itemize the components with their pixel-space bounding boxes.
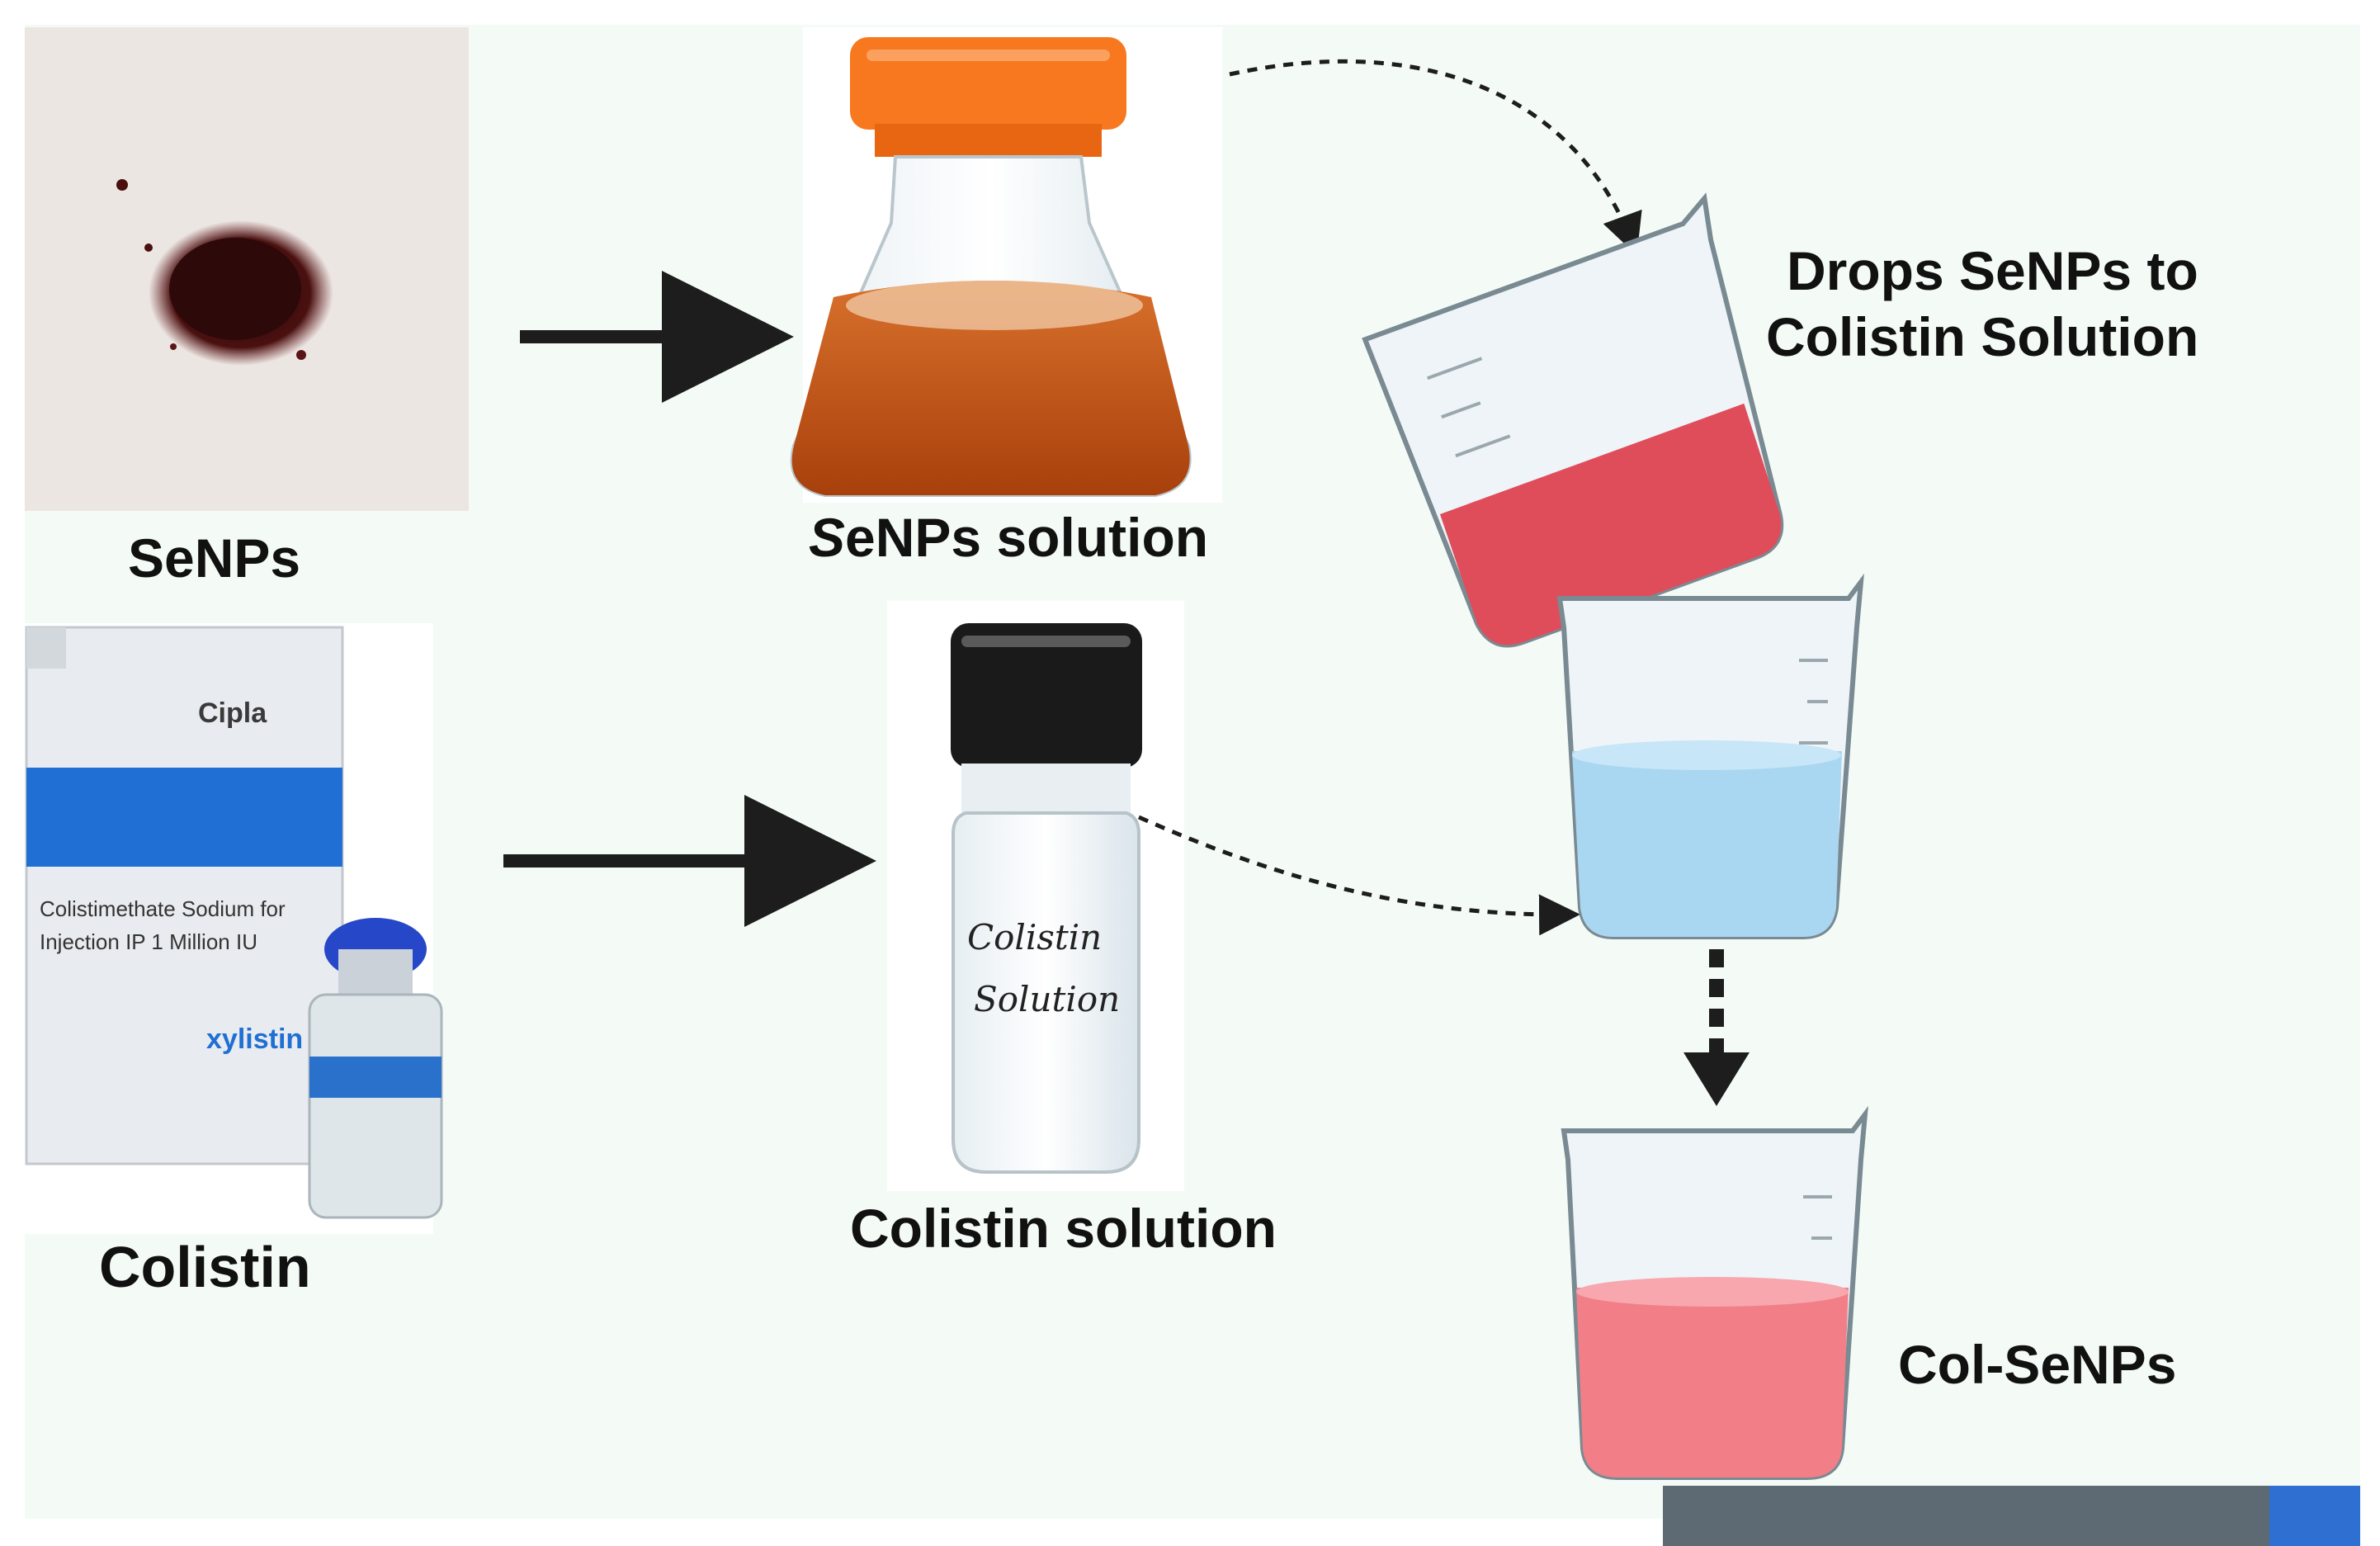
label-colistin: Colistin bbox=[99, 1235, 311, 1299]
colistin-solution-vial: Colistin Solution bbox=[887, 601, 1184, 1191]
col-senps-beaker-icon bbox=[1561, 1105, 1868, 1480]
label-colistin-solution: Colistin solution bbox=[850, 1198, 1277, 1259]
label-drops-line-2: Colistin Solution bbox=[1766, 306, 2199, 367]
box-line-2: Injection IP 1 Million IU bbox=[40, 929, 257, 954]
colistin-beaker-icon bbox=[1556, 573, 1864, 939]
box-product-text: xylistin bbox=[206, 1024, 303, 1055]
label-senps-solution: SeNPs solution bbox=[809, 510, 1208, 565]
dashed-arrow-vial-to-beaker bbox=[1137, 815, 1580, 936]
label-col-senps: Col-SeNPs bbox=[1898, 1334, 2177, 1395]
pouring-beaker-icon bbox=[1362, 192, 1784, 648]
label-senps-solution-rest: eNPs solution bbox=[845, 507, 1209, 568]
box-line-1: Colistimethate Sodium for bbox=[40, 896, 286, 921]
senps-solution-flask bbox=[790, 27, 1222, 503]
dashed-arrow-flask-to-beaker bbox=[1229, 59, 1642, 256]
vial-handwriting-line-1: Colistin bbox=[967, 917, 1102, 957]
senps-powder-photo bbox=[25, 27, 469, 511]
colistin-vial bbox=[308, 918, 443, 1219]
box-brand-text: Cipla bbox=[198, 697, 267, 729]
label-drops-line-1: Drops SeNPs to bbox=[1787, 240, 2198, 301]
label-senps-solution-initial: S bbox=[809, 507, 846, 568]
bottom-overlay-button[interactable] bbox=[2269, 1486, 2360, 1546]
down-arrow-head bbox=[1683, 1052, 1750, 1106]
vial-handwriting-line-2: Solution bbox=[974, 979, 1120, 1019]
bottom-overlay-bar bbox=[1663, 1486, 2269, 1546]
label-senps: SeNPs bbox=[128, 527, 301, 589]
